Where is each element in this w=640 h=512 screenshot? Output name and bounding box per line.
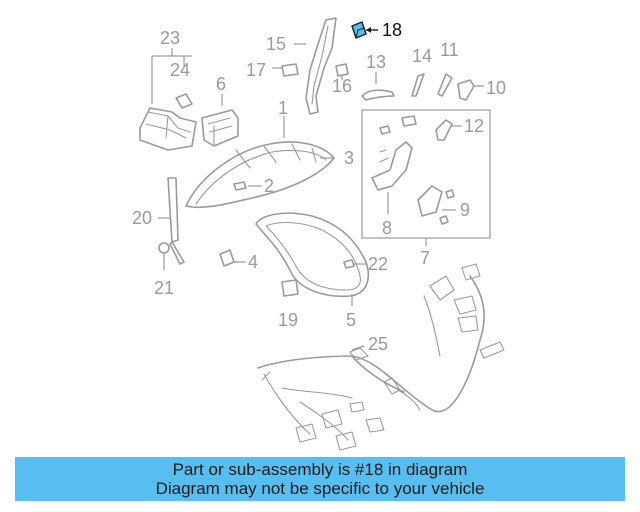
hood-seal-part bbox=[255, 212, 370, 306]
callout-15: 15 bbox=[266, 34, 286, 54]
hood-lid-part bbox=[185, 116, 335, 209]
banner-line-2: Diagram may not be specific to your vehi… bbox=[155, 479, 485, 498]
clip-19-part bbox=[281, 279, 299, 297]
callout-13: 13 bbox=[366, 52, 386, 72]
callout-16: 16 bbox=[332, 76, 352, 96]
callout-21: 21 bbox=[154, 278, 174, 298]
callout-19: 19 bbox=[278, 310, 298, 330]
callout-4: 4 bbox=[248, 252, 258, 272]
hinge-bracket-part bbox=[272, 17, 349, 115]
callout-5: 5 bbox=[346, 310, 356, 330]
callout-9: 9 bbox=[460, 200, 470, 220]
callout-12: 12 bbox=[464, 116, 484, 136]
actuator-part bbox=[201, 94, 239, 147]
callout-17: 17 bbox=[246, 60, 266, 80]
callout-20: 20 bbox=[132, 208, 152, 228]
callout-7: 7 bbox=[420, 248, 430, 268]
highlighted-part-18 bbox=[351, 21, 378, 39]
small-rods-parts bbox=[361, 72, 484, 101]
info-banner: Part or sub-assembly is #18 in diagram D… bbox=[15, 457, 625, 501]
banner-line-1: Part or sub-assembly is #18 in diagram bbox=[172, 460, 468, 479]
callout-10: 10 bbox=[486, 78, 506, 98]
callout-1: 1 bbox=[278, 98, 288, 118]
callout-3: 3 bbox=[344, 148, 354, 168]
callout-11: 11 bbox=[440, 40, 459, 60]
bracket-4-part bbox=[219, 249, 246, 267]
callout-22: 22 bbox=[368, 254, 388, 274]
callout-18: 18 bbox=[382, 20, 402, 40]
lock-block-part bbox=[139, 48, 197, 151]
wiring-harness-part bbox=[257, 263, 505, 451]
latch-assembly-box bbox=[361, 109, 491, 246]
callout-24: 24 bbox=[170, 60, 190, 80]
callout-6: 6 bbox=[216, 74, 226, 94]
callout-25: 25 bbox=[368, 334, 388, 354]
callout-2: 2 bbox=[264, 176, 274, 196]
callout-14: 14 bbox=[412, 46, 432, 66]
callout-23: 23 bbox=[160, 28, 180, 48]
gas-strut-part bbox=[158, 177, 185, 270]
callout-8: 8 bbox=[382, 218, 392, 238]
